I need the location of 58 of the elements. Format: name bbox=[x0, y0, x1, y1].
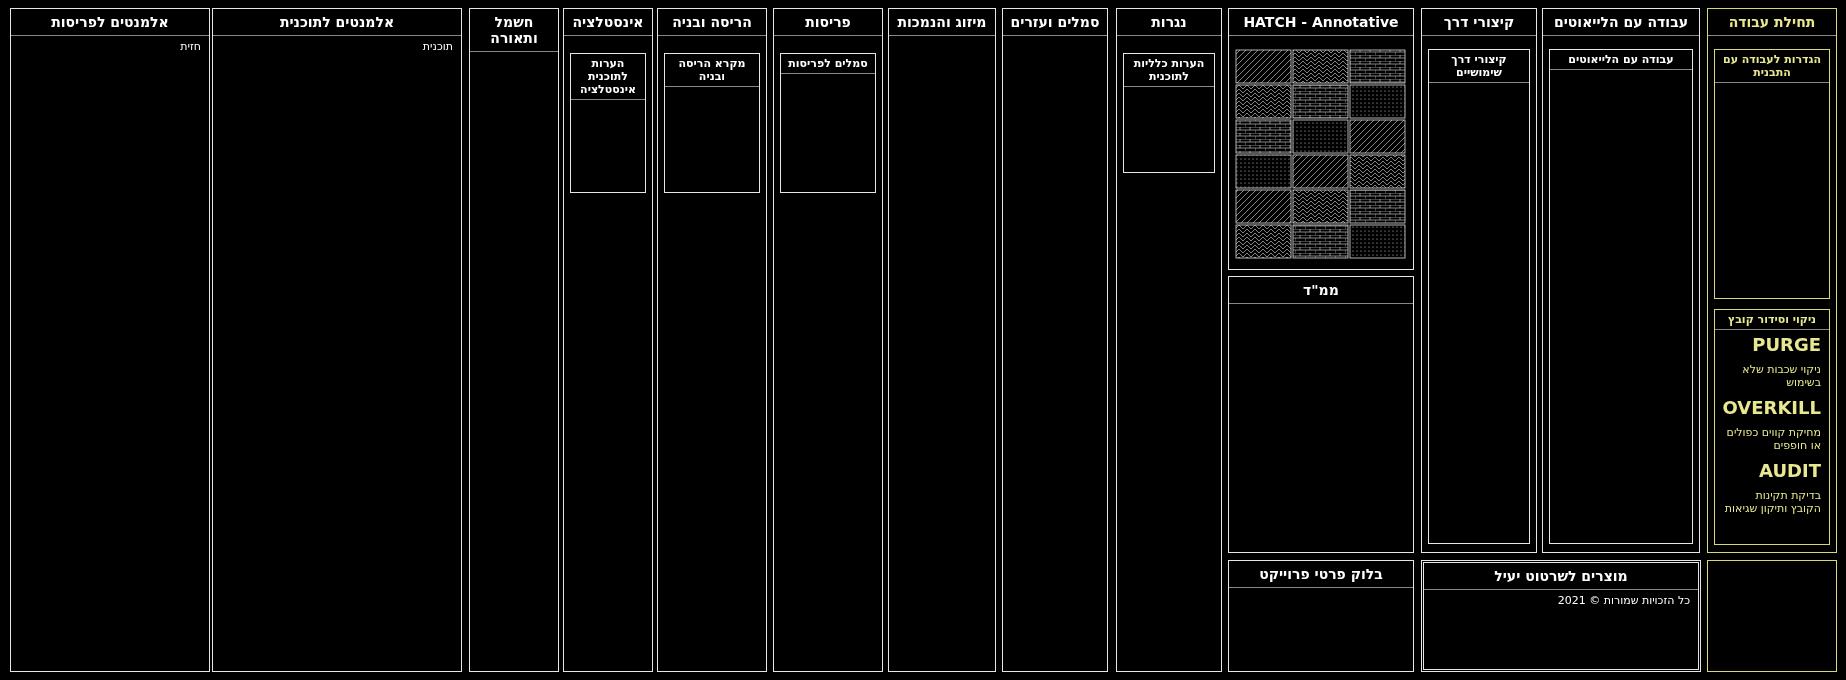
panel-heading: ניקוי וסידור קובץ bbox=[1715, 310, 1829, 330]
sub-panel bbox=[1714, 49, 1830, 299]
column-heading: אינסטלציה bbox=[564, 9, 652, 36]
panel-text: מחיקת קווים כפולים או חופפים bbox=[1725, 425, 1822, 454]
column-panel bbox=[563, 8, 653, 672]
sub-panel bbox=[1714, 309, 1830, 545]
panel-text: בדיקת תקינות הקובץ ותיקון שגיאות bbox=[1723, 488, 1822, 517]
column-panel bbox=[1421, 8, 1537, 553]
panel-heading: הגדרות לעבודה עם התבנית bbox=[1715, 50, 1829, 83]
column-panel bbox=[1542, 8, 1700, 553]
panel-text: תוכנית bbox=[421, 39, 454, 55]
column-heading: חשמל ותאורה bbox=[470, 9, 558, 52]
panel-text: כל הזכויות שמורות © 2021 bbox=[1556, 593, 1691, 609]
column-heading: HATCH - Annotative bbox=[1229, 9, 1413, 36]
column-panel bbox=[469, 8, 559, 672]
panel-text: AUDIT bbox=[1758, 459, 1822, 483]
panel-heading: סמלים לפריסות bbox=[781, 54, 875, 74]
sub-panel bbox=[1123, 53, 1215, 173]
sub-panel bbox=[1428, 49, 1530, 544]
panel-text: PURGE bbox=[1751, 333, 1822, 357]
column-heading: בלוק פרטי פרוייקט bbox=[1229, 561, 1413, 588]
column-panel bbox=[1228, 8, 1414, 270]
column-panel bbox=[1228, 276, 1414, 553]
column-panel bbox=[1707, 8, 1837, 553]
column-panel bbox=[1421, 560, 1701, 672]
panel-text: חזית bbox=[179, 39, 202, 55]
column-heading: אלמנטים לפריסות bbox=[11, 9, 209, 36]
panel-heading: הערות לתוכנית אינסטלציה bbox=[571, 54, 645, 100]
column-panel bbox=[888, 8, 996, 672]
column-panel bbox=[1002, 8, 1108, 672]
column-heading: הריסה ובניה bbox=[658, 9, 766, 36]
panel-heading: עבודה עם הלייאוטים bbox=[1550, 50, 1692, 70]
column-heading: עבודה עם הלייאוטים bbox=[1543, 9, 1699, 36]
column-panel bbox=[657, 8, 767, 672]
column-panel bbox=[10, 8, 210, 672]
column-heading: מוצרים לשרטוט יעיל bbox=[1424, 563, 1698, 590]
sub-panel bbox=[780, 53, 876, 193]
column-heading: ממ"ד bbox=[1229, 277, 1413, 304]
panel-text: OVERKILL bbox=[1721, 396, 1822, 420]
column-panel bbox=[212, 8, 462, 672]
column-heading: אלמנטים לתוכנית bbox=[213, 9, 461, 36]
sub-panel bbox=[1549, 49, 1693, 544]
column-heading: נגרות bbox=[1117, 9, 1221, 36]
panel-text: ניקוי שכבות שלא בשימוש bbox=[1741, 362, 1822, 391]
panel-heading: הערות כלליות לתוכנית bbox=[1124, 54, 1214, 87]
column-heading: תחילת עבודה bbox=[1708, 9, 1836, 36]
column-panel bbox=[773, 8, 883, 672]
column-heading: פריסות bbox=[774, 9, 882, 36]
sub-panel bbox=[570, 53, 646, 193]
panel-heading: קיצורי דרך שימושיים bbox=[1429, 50, 1529, 83]
column-heading: מיזוג והנמכות bbox=[889, 9, 995, 36]
column-heading: סמלים ועזרים bbox=[1003, 9, 1107, 36]
panel-heading: מקרא הריסה ובניה bbox=[665, 54, 759, 87]
sub-panel bbox=[664, 53, 760, 193]
column-panel bbox=[1228, 560, 1414, 672]
column-panel bbox=[1116, 8, 1222, 672]
column-heading: קיצורי דרך bbox=[1422, 9, 1536, 36]
empty-box bbox=[1707, 560, 1837, 672]
